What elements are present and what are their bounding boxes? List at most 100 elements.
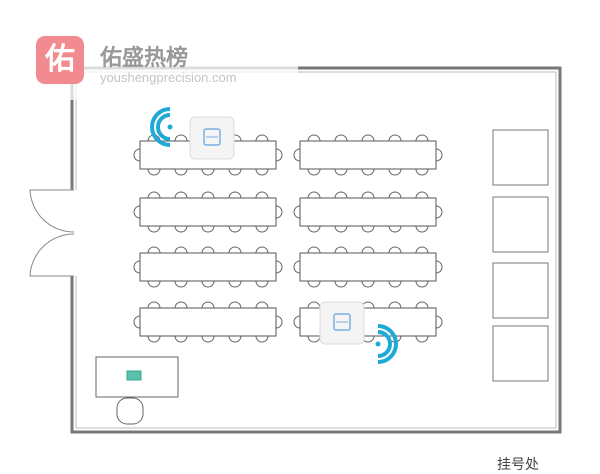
access-point-led-icon	[333, 313, 351, 331]
chair	[275, 148, 283, 162]
chair	[228, 191, 242, 199]
access-point-led-icon	[203, 128, 221, 146]
chair	[334, 280, 348, 288]
table	[299, 197, 437, 227]
side-panel	[492, 262, 549, 319]
chair	[255, 168, 269, 176]
chair	[388, 191, 402, 199]
wifi-signal-icon	[377, 324, 398, 364]
chair	[435, 315, 443, 329]
chair	[415, 168, 429, 176]
chair	[201, 246, 215, 254]
chair	[307, 225, 321, 233]
table	[139, 197, 277, 227]
chair	[361, 134, 375, 142]
chair	[174, 335, 188, 343]
chair	[334, 246, 348, 254]
door-opening	[68, 190, 80, 276]
chair	[201, 280, 215, 288]
chair	[293, 315, 301, 329]
desk-chair	[116, 397, 144, 425]
chair	[228, 246, 242, 254]
chair	[201, 335, 215, 343]
chair	[307, 246, 321, 254]
chair	[361, 280, 375, 288]
watermark: 佑 佑盛热榜 youshengprecision.com	[36, 36, 298, 100]
chair	[307, 191, 321, 199]
chair	[435, 260, 443, 274]
chair	[388, 246, 402, 254]
chair	[388, 225, 402, 233]
laptop-icon	[126, 370, 142, 381]
chair	[147, 168, 161, 176]
table	[299, 140, 437, 170]
chair	[415, 134, 429, 142]
table-group	[133, 191, 283, 233]
chair	[147, 301, 161, 309]
chair	[255, 225, 269, 233]
wifi-signal-icon	[167, 124, 173, 130]
side-panel	[492, 325, 549, 382]
chair	[307, 301, 321, 309]
access-point	[150, 107, 235, 160]
chair	[275, 315, 283, 329]
chair	[201, 191, 215, 199]
chair	[228, 280, 242, 288]
chair	[201, 168, 215, 176]
chair	[334, 134, 348, 142]
chair	[415, 191, 429, 199]
chair	[435, 205, 443, 219]
chair	[307, 280, 321, 288]
chair	[174, 301, 188, 309]
chair	[334, 225, 348, 233]
chair	[334, 191, 348, 199]
chair	[361, 225, 375, 233]
table-group	[293, 134, 443, 176]
table-group	[293, 246, 443, 288]
door	[29, 189, 75, 277]
chair	[228, 225, 242, 233]
chair	[147, 280, 161, 288]
chair	[133, 148, 141, 162]
chair	[133, 205, 141, 219]
brand-url: youshengprecision.com	[100, 70, 237, 85]
chair	[307, 134, 321, 142]
chair	[388, 280, 402, 288]
table-group	[293, 191, 443, 233]
chair	[361, 168, 375, 176]
access-point-body	[189, 116, 235, 160]
chair	[147, 246, 161, 254]
chair	[201, 225, 215, 233]
chair	[275, 205, 283, 219]
access-point-body	[319, 301, 365, 345]
chair	[174, 246, 188, 254]
chair	[388, 134, 402, 142]
door-leaf-top	[29, 189, 75, 233]
chair	[255, 301, 269, 309]
chair	[415, 280, 429, 288]
chair	[228, 168, 242, 176]
access-point	[319, 301, 398, 364]
chair	[307, 168, 321, 176]
wifi-signal-icon	[375, 341, 381, 347]
table-group	[133, 301, 283, 343]
table-group	[293, 301, 443, 343]
chair	[255, 246, 269, 254]
side-panel	[492, 129, 549, 186]
chair	[174, 280, 188, 288]
table	[139, 307, 277, 337]
logo: 佑	[36, 36, 84, 84]
chair	[174, 225, 188, 233]
chair	[228, 301, 242, 309]
chair	[293, 205, 301, 219]
chair	[228, 335, 242, 343]
registration-label: 挂号处	[497, 457, 539, 473]
chair	[435, 148, 443, 162]
chair	[255, 335, 269, 343]
chair	[201, 301, 215, 309]
chair	[415, 335, 429, 343]
chair	[275, 260, 283, 274]
chair	[293, 148, 301, 162]
chair	[174, 168, 188, 176]
